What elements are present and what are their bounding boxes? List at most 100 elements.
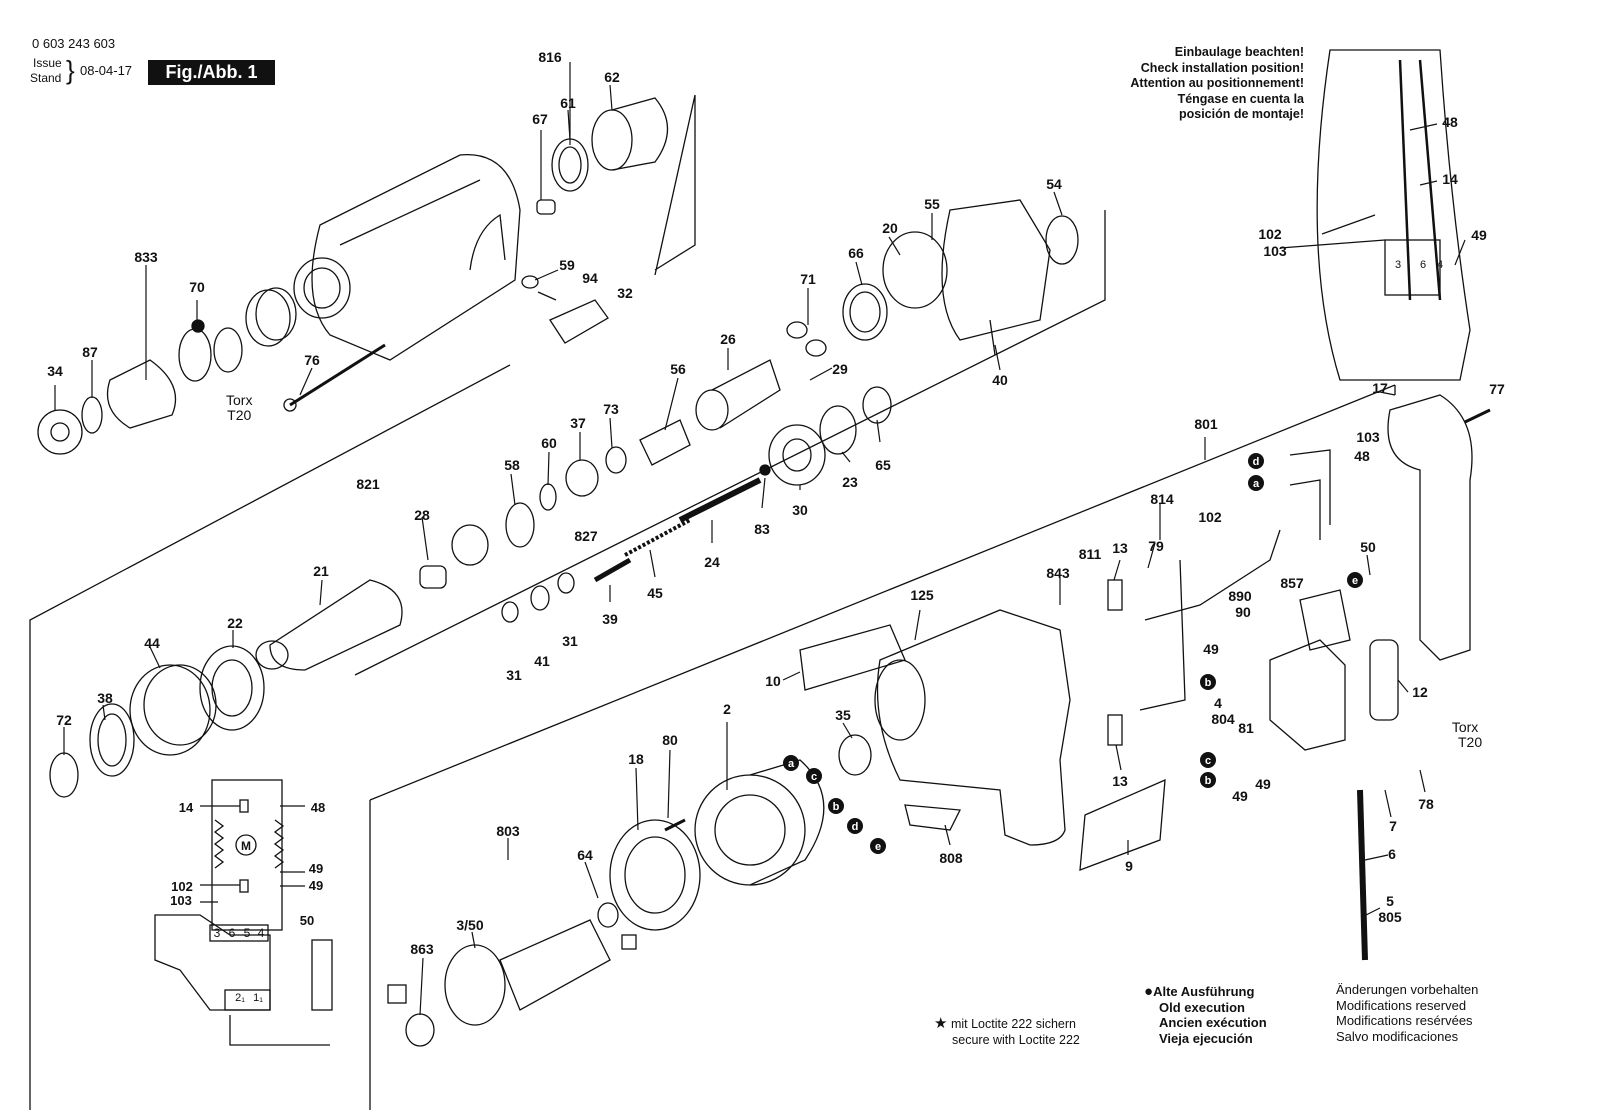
oring-54 xyxy=(1045,215,1079,265)
part-number-label: 18 xyxy=(628,751,644,767)
installation-note-line: Téngase en cuenta la xyxy=(1177,91,1304,106)
wire-marker-d: d xyxy=(847,818,863,834)
part-number-label: 102 xyxy=(1198,509,1222,525)
bearing-64 xyxy=(597,902,619,928)
part-number-label: 80 xyxy=(662,732,678,748)
spring-45 xyxy=(624,518,691,557)
part-number-label: 50 xyxy=(300,913,314,928)
part-number-label: 64 xyxy=(577,847,593,863)
seal-symbol-64 xyxy=(621,934,637,950)
pin-94 xyxy=(537,291,557,301)
part-number-label: 814 xyxy=(1150,491,1174,507)
ring-31a xyxy=(501,601,519,623)
part-number-label: 48 xyxy=(311,800,325,815)
part-number-label: 79 xyxy=(1148,538,1164,554)
part-number-label: 102 xyxy=(171,879,193,894)
sleeve-833 xyxy=(106,359,177,429)
part-number-label: 76 xyxy=(304,352,320,368)
marker-label: b xyxy=(833,801,840,813)
part-number-label: 38 xyxy=(97,690,113,706)
gear-22 xyxy=(199,645,265,731)
cap-34 xyxy=(37,409,83,455)
washer-41 xyxy=(530,585,550,611)
wire-marker-e: e xyxy=(1347,572,1363,588)
capacitor-12 xyxy=(1369,639,1399,721)
marker-label: d xyxy=(1253,456,1260,468)
wire-markers: a c b d e d a e b c b xyxy=(783,453,1363,854)
terminal-3: 3 xyxy=(214,926,221,940)
part-number-label: 24 xyxy=(704,554,720,570)
part-number-label: 94 xyxy=(582,270,598,286)
inset-terminal-4: 4 xyxy=(1437,259,1443,271)
lever-32 xyxy=(549,299,609,344)
screw-76 xyxy=(289,343,386,407)
torx-name: Torx xyxy=(1451,719,1479,735)
star-icon: ★ xyxy=(934,1015,948,1032)
ring-31b xyxy=(557,572,575,594)
ring-66 xyxy=(842,283,888,341)
switch-890 xyxy=(1299,589,1351,651)
part-number-label: 7 xyxy=(1389,818,1397,834)
part-number-label: 14 xyxy=(179,800,194,815)
bullet-icon: ● xyxy=(1144,983,1154,1000)
modifications-note: Änderungen vorbehalten Modifications res… xyxy=(1336,982,1506,1044)
part-number-label: 44 xyxy=(144,635,160,651)
part-number-label: 808 xyxy=(939,850,963,866)
part-number-label: 54 xyxy=(1046,176,1062,192)
part-number-label: 21 xyxy=(313,563,329,579)
part-number-label: 31 xyxy=(562,633,578,649)
cable-schematic xyxy=(229,1015,330,1046)
washer-38 xyxy=(89,703,135,777)
part-number-label: 62 xyxy=(604,69,620,85)
part-number-label: 34 xyxy=(47,363,63,379)
wire-marker-c: c xyxy=(1200,752,1216,768)
frame-mid xyxy=(354,210,1106,676)
marker-label: a xyxy=(788,758,795,770)
part-number-label: 28 xyxy=(414,507,430,523)
torx-label: Torx T20 xyxy=(226,393,252,423)
marker-label: e xyxy=(875,841,881,853)
part-number-label: 102 xyxy=(1258,226,1282,242)
modifications-line: Änderungen vorbehalten xyxy=(1336,982,1479,997)
field-coil-left xyxy=(213,819,225,869)
part-number-label: 48 xyxy=(1442,114,1458,130)
part-number-label: 39 xyxy=(602,611,618,627)
loctite-line: mit Loctite 222 sichern xyxy=(950,1017,1076,1031)
part-number-label: 49 xyxy=(309,861,323,876)
part-number-label: 5 xyxy=(1386,893,1394,909)
switch-contacts xyxy=(224,989,271,1011)
marker-label: d xyxy=(852,821,859,833)
installation-note-line: Einbaulage beachten! xyxy=(1174,45,1304,59)
ring-833b xyxy=(178,328,212,382)
wire-marker-b: b xyxy=(1200,772,1216,788)
piston-821 xyxy=(451,524,489,566)
legend-line: Old execution xyxy=(1159,999,1245,1015)
part-number-label: 10 xyxy=(765,673,781,689)
part-number-label: 12 xyxy=(1412,684,1428,700)
housing-front-bore xyxy=(293,257,351,319)
issue-date: 08-04-17 xyxy=(80,63,133,78)
ring-58 xyxy=(505,502,535,548)
modifications-line: Salvo modificaciones xyxy=(1336,1028,1459,1044)
stand-label: Stand xyxy=(30,71,62,85)
issue-label: Issue xyxy=(33,56,62,70)
cable-805 xyxy=(1357,789,1368,961)
cylinder-21 xyxy=(269,579,403,671)
part-number-label: 6 xyxy=(1388,846,1396,862)
installation-note-line: Check installation position! xyxy=(1140,60,1304,75)
ring-833c xyxy=(213,327,243,373)
part-number-label: 22 xyxy=(227,615,243,631)
part-number-label: 59 xyxy=(559,257,575,273)
legend-line: Alte Ausführung xyxy=(1153,984,1255,999)
part-number-label: 13 xyxy=(1112,540,1128,556)
part-number-label: 56 xyxy=(670,361,686,377)
issue-brace: } xyxy=(66,55,75,85)
frame-upper-right xyxy=(654,94,696,276)
part-number-label: 857 xyxy=(1280,575,1304,591)
gear-housing xyxy=(311,153,521,361)
part-number-label: 35 xyxy=(835,707,851,723)
part-number-label: 45 xyxy=(647,585,663,601)
screw-77 xyxy=(1464,408,1491,424)
flange-20 xyxy=(882,231,948,309)
